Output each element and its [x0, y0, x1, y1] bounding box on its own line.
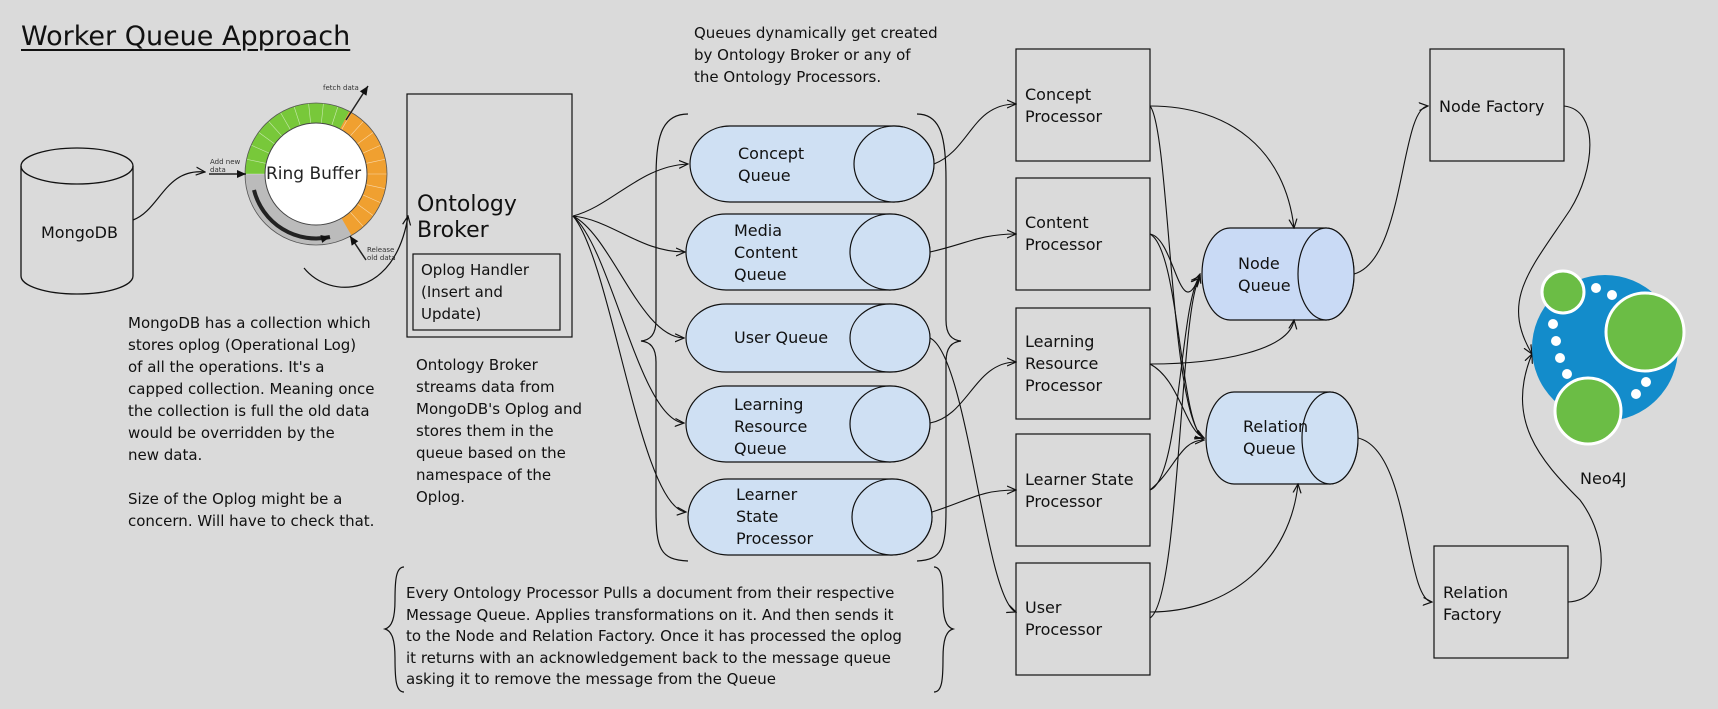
ontology-broker-box: [406, 93, 573, 338]
concept-processor-label: Concept Processor: [1025, 85, 1103, 126]
oplog-handler-label: Oplog Handler (Insert and Update): [421, 261, 530, 323]
mongodb-note: MongoDB has a collection which stores op…: [128, 314, 375, 530]
node-queue-label: Node Queue: [1238, 254, 1291, 295]
neo4j-logo: [1532, 269, 1686, 446]
mongodb-cylinder: [20, 147, 134, 295]
node-factory-label: Node Factory: [1439, 97, 1545, 116]
learner-state-processor-label: Learner State Processor: [1025, 470, 1134, 511]
ontology-broker-label: Ontology Broker: [417, 192, 517, 243]
relation-queue-label: Relation Queue: [1243, 417, 1309, 458]
node-queue-cylinder: [1201, 227, 1355, 321]
page-title: Worker Queue Approach: [21, 21, 351, 52]
learner-state-queue-label: Learner State Processor: [736, 485, 814, 548]
user-queue-cylinder: [685, 303, 931, 373]
oplog-handler-box: [412, 253, 561, 331]
relation-factory-label: Relation Factory: [1443, 583, 1509, 624]
learning-resource-queue-label: Learning Resource Queue: [734, 395, 808, 458]
user-processor-label: User Processor: [1025, 598, 1103, 639]
user-queue-label: User Queue: [734, 328, 829, 347]
mongodb-label: MongoDB: [41, 223, 118, 242]
ring-buffer-label: Ring Buffer: [266, 164, 362, 184]
learner-state-queue-cylinder: [687, 478, 933, 556]
processor-note: Every Ontology Processor Pulls a documen…: [406, 584, 902, 688]
learning-resource-processor-label: Learning Resource Processor: [1025, 332, 1103, 395]
release-old-data-label: Release old data: [367, 246, 396, 262]
user-processor-box: [1015, 562, 1151, 676]
content-processor-label: Content Processor: [1025, 213, 1103, 254]
neo4j-label: Neo4J: [1580, 469, 1627, 488]
queues-note: Queues dynamically get created by Ontolo…: [694, 24, 938, 86]
learning-resource-queue-cylinder: [685, 385, 931, 463]
concept-queue-label: Concept Queue: [738, 144, 805, 185]
media-content-queue-cylinder: [685, 213, 931, 291]
add-new-data-label: Add new data: [210, 158, 241, 174]
concept-queue-cylinder: [689, 125, 935, 203]
relation-queue-cylinder: [1205, 391, 1359, 485]
node-factory-box: [1429, 48, 1565, 162]
fetch-data-label: fetch data: [323, 84, 359, 92]
ontology-broker-note: Ontology Broker streams data from MongoD…: [416, 356, 583, 506]
ring-buffer: [209, 85, 388, 261]
media-content-queue-label: Media Content Queue: [734, 221, 798, 284]
